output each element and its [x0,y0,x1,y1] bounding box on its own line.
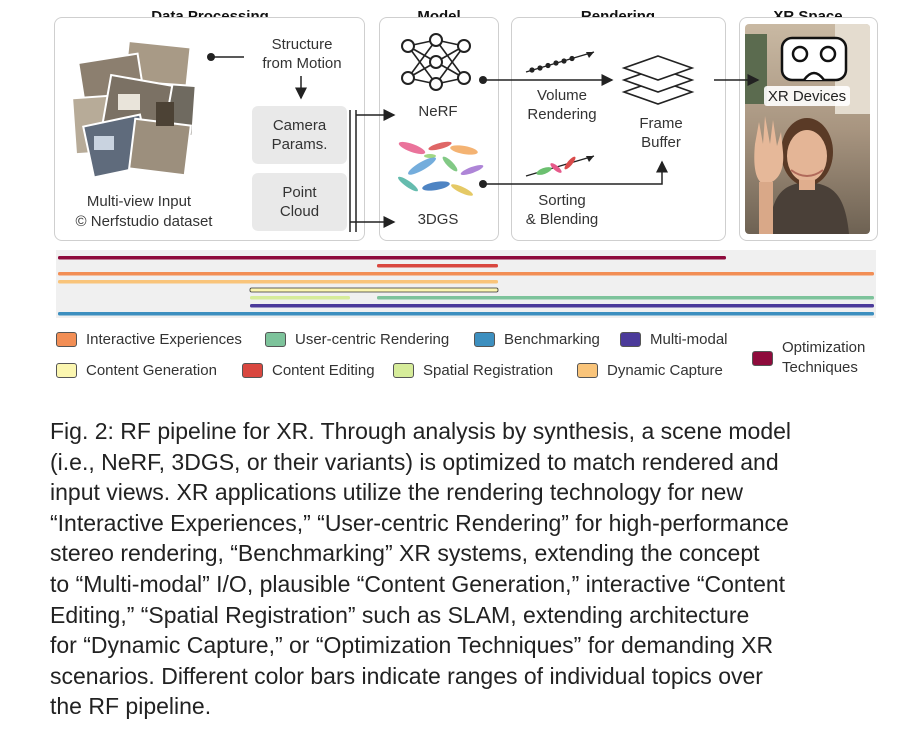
legend-swatch-benchmarking [474,332,495,347]
neural-network-icon [398,32,474,92]
legend-label-optimization-line1: Optimization [782,339,866,356]
sfm-label-line1: Structure [271,36,333,53]
legend-content-editing: Content Editing [242,362,375,379]
legend-spatial-registration: Spatial Registration [393,362,553,379]
legend-swatch-multi-modal [620,332,641,347]
dataset-credit: © Nerfstudio dataset [75,213,213,230]
multi-view-photo-stack [66,36,206,186]
bar-user-centric [377,296,874,300]
bar-spatial-registration [250,296,350,300]
legend-optimization: Optimization Techniques [752,338,865,378]
legend-label-content-editing: Content Editing [272,362,375,379]
legend-label-multi-modal: Multi-modal [650,331,728,348]
frame-buffer-icon [620,46,696,110]
caption-line: Fig. 2: RF pipeline for XR. Through anal… [50,418,792,444]
camera-params-line2: Params. [271,136,328,153]
pipeline-connectors [207,53,760,232]
legend-multi-modal: Multi-modal [620,331,728,348]
caption-line: stereo rendering, “Benchmarking” XR syst… [50,540,760,567]
bar-interactive [58,272,874,276]
caption-line: the RF pipeline. [50,693,212,720]
legend-swatch-content-generation [56,363,77,378]
caption-line: (i.e., NeRF, 3DGS, or their variants) is… [50,448,779,475]
gaussian-splats-icon [392,136,488,202]
frame-buffer-line2: Buffer [641,134,681,151]
camera-params-box: Camera Params. [252,106,347,164]
xr-devices-label: XR Devices [767,87,847,105]
caption-line: Editing,” “Spatial Registration” such as… [50,601,750,628]
legend-label-optimization: Optimization Techniques [782,338,865,378]
legend-dynamic-capture: Dynamic Capture [577,362,723,379]
bar-content-editing [377,264,498,268]
caption-line: “Interactive Experiences,” “User-centric… [50,509,789,536]
point-cloud-line2: Cloud [279,203,320,220]
legend-label-interactive: Interactive Experiences [86,331,242,348]
legend-label-dynamic-capture: Dynamic Capture [607,362,723,379]
legend-swatch-user-centric [265,332,286,347]
legend-label-benchmarking: Benchmarking [504,331,600,348]
caption-line: scenarios. Different color bars indicate… [50,662,763,689]
legend-benchmarking: Benchmarking [474,331,600,348]
3dgs-label: 3DGS [417,211,459,228]
point-cloud-box: Point Cloud [252,173,347,231]
legend-swatch-content-editing [242,363,263,378]
sorting-ray-icon [522,148,606,182]
legend-swatch-dynamic-capture [577,363,598,378]
vr-headset-icon [778,30,850,88]
legend-user-centric: User-centric Rendering [265,331,449,348]
rendering-panel [511,17,726,241]
caption-line: to “Multi-modal” I/O, plausible “Content… [50,570,786,597]
legend-label-content-generation: Content Generation [86,362,217,379]
nerf-label: NeRF [418,103,458,120]
bar-benchmarking [58,312,874,316]
legend-interactive: Interactive Experiences [56,331,242,348]
legend-swatch-spatial-registration [393,363,414,378]
model-panel [379,17,499,241]
caption-line: input views. XR applications utilize the… [50,479,743,506]
volume-rendering-line2: Rendering [527,106,597,123]
bar-dynamic-capture [58,280,498,284]
xr-devices-label-box: XR Devices [764,86,850,106]
sorting-blending-line1: Sorting [538,192,586,209]
legend-swatch-interactive [56,332,77,347]
sorting-blending-line2: & Blending [525,211,599,228]
sfm-label-line2: from Motion [262,55,342,72]
legend-label-optimization-line2: Techniques [782,359,858,376]
figure-caption: Fig. 2: RF pipeline for XR. Through anal… [50,416,890,722]
frame-buffer-line1: Frame [639,115,683,132]
bar-multi-modal [250,304,874,308]
camera-params-line1: Camera [272,117,327,134]
bar-content-generation [249,287,499,293]
legend-content-generation: Content Generation [56,362,217,379]
topic-range-bars [58,256,874,316]
volume-rendering-line1: Volume [536,87,588,104]
multi-view-input-label: Multi-view Input [86,193,192,210]
legend-label-spatial-registration: Spatial Registration [423,362,554,379]
legend-swatch-optimization [752,350,773,366]
point-cloud-line1: Point [282,184,317,201]
legend-label-user-centric: User-centric Rendering [295,331,450,348]
volume-ray-icon [522,44,606,78]
bar-optimization [58,256,726,260]
caption-line: for “Dynamic Capture,” or “Optimization … [50,632,774,659]
